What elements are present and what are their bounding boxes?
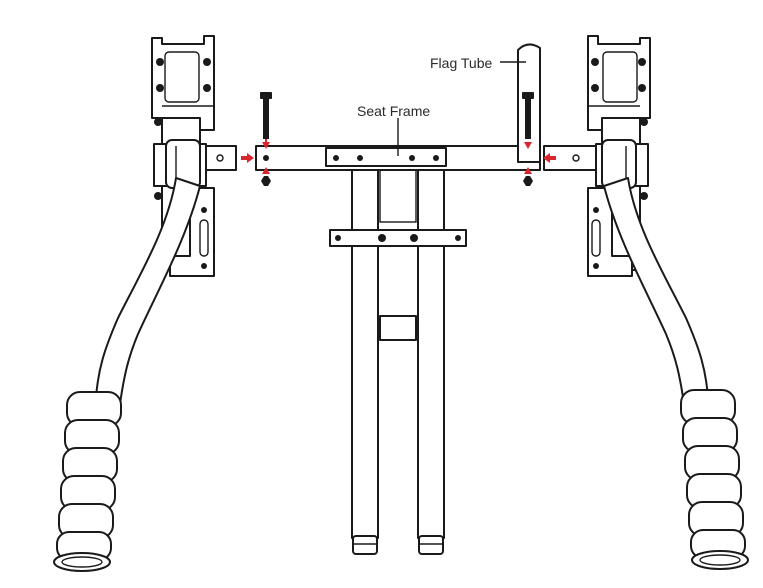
left-handle-assembly — [53, 35, 237, 572]
right-bolt — [522, 92, 534, 186]
right-grip — [680, 389, 749, 570]
seat-frame-label: Seat Frame — [357, 103, 431, 119]
left-bolt — [260, 92, 272, 186]
left-grip — [53, 391, 122, 572]
seat-frame — [255, 145, 541, 555]
flag-tube-label: Flag Tube — [430, 55, 493, 71]
right-handle-assembly — [543, 35, 749, 570]
red-arrows — [241, 139, 556, 174]
